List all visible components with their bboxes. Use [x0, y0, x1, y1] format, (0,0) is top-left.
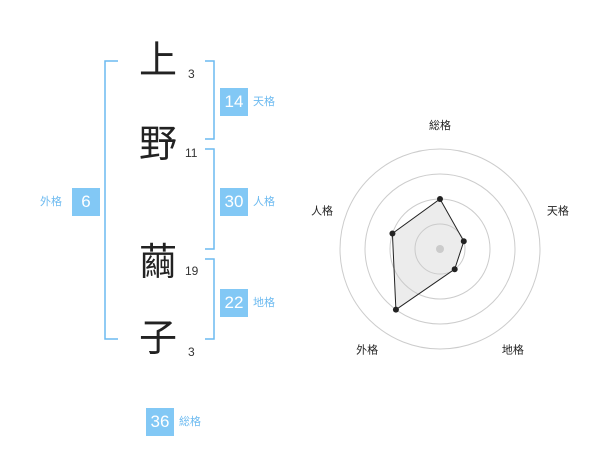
radar-axis-label-3: 地格 [502, 342, 524, 356]
radar-center-dot [436, 245, 444, 253]
tenkaku-bracket [205, 60, 215, 140]
jinkaku-value: 30 [220, 188, 248, 216]
chikaku-value: 22 [220, 289, 248, 317]
radar-point-3 [451, 266, 458, 273]
radar-ring-4 [339, 148, 541, 350]
radar-point-2 [460, 238, 467, 245]
jinkaku-label: 人格 [253, 195, 275, 208]
stroke-count-3: 19 [185, 264, 199, 278]
radar-point-4 [392, 306, 399, 313]
chikaku-label: 地格 [253, 296, 275, 309]
radar-point-5 [389, 230, 396, 237]
name-char-4: 子 [138, 316, 177, 360]
radar-axis-label-2: 天格 [547, 204, 569, 218]
chikaku-bracket [205, 258, 215, 340]
stroke-count-2: 11 [185, 146, 198, 160]
tenkaku-value: 14 [220, 88, 248, 116]
name-char-3: 繭 [138, 240, 177, 284]
jinkaku-bracket [205, 148, 215, 250]
gaikaku-label: 外格 [40, 195, 62, 208]
name-char-1: 上 [138, 38, 177, 82]
radar-point-1 [437, 196, 443, 202]
soukaku-value: 36 [146, 408, 174, 436]
name-char-2: 野 [138, 122, 177, 166]
stroke-count-4: 3 [188, 345, 195, 359]
radar-data-polygon [391, 198, 465, 311]
radar-axis-label-4: 外格 [356, 342, 378, 356]
radar-axis-label-5: 人格 [311, 204, 333, 218]
radar-axis-label-1: 総格 [429, 118, 451, 132]
gaikaku-value: 6 [72, 188, 100, 216]
gaikaku-bracket [104, 60, 118, 340]
stroke-count-1: 3 [188, 67, 195, 81]
soukaku-label: 総格 [179, 415, 201, 428]
radar-ring-1 [414, 223, 466, 275]
radar-ring-3 [364, 173, 516, 325]
tenkaku-label: 天格 [253, 95, 275, 108]
